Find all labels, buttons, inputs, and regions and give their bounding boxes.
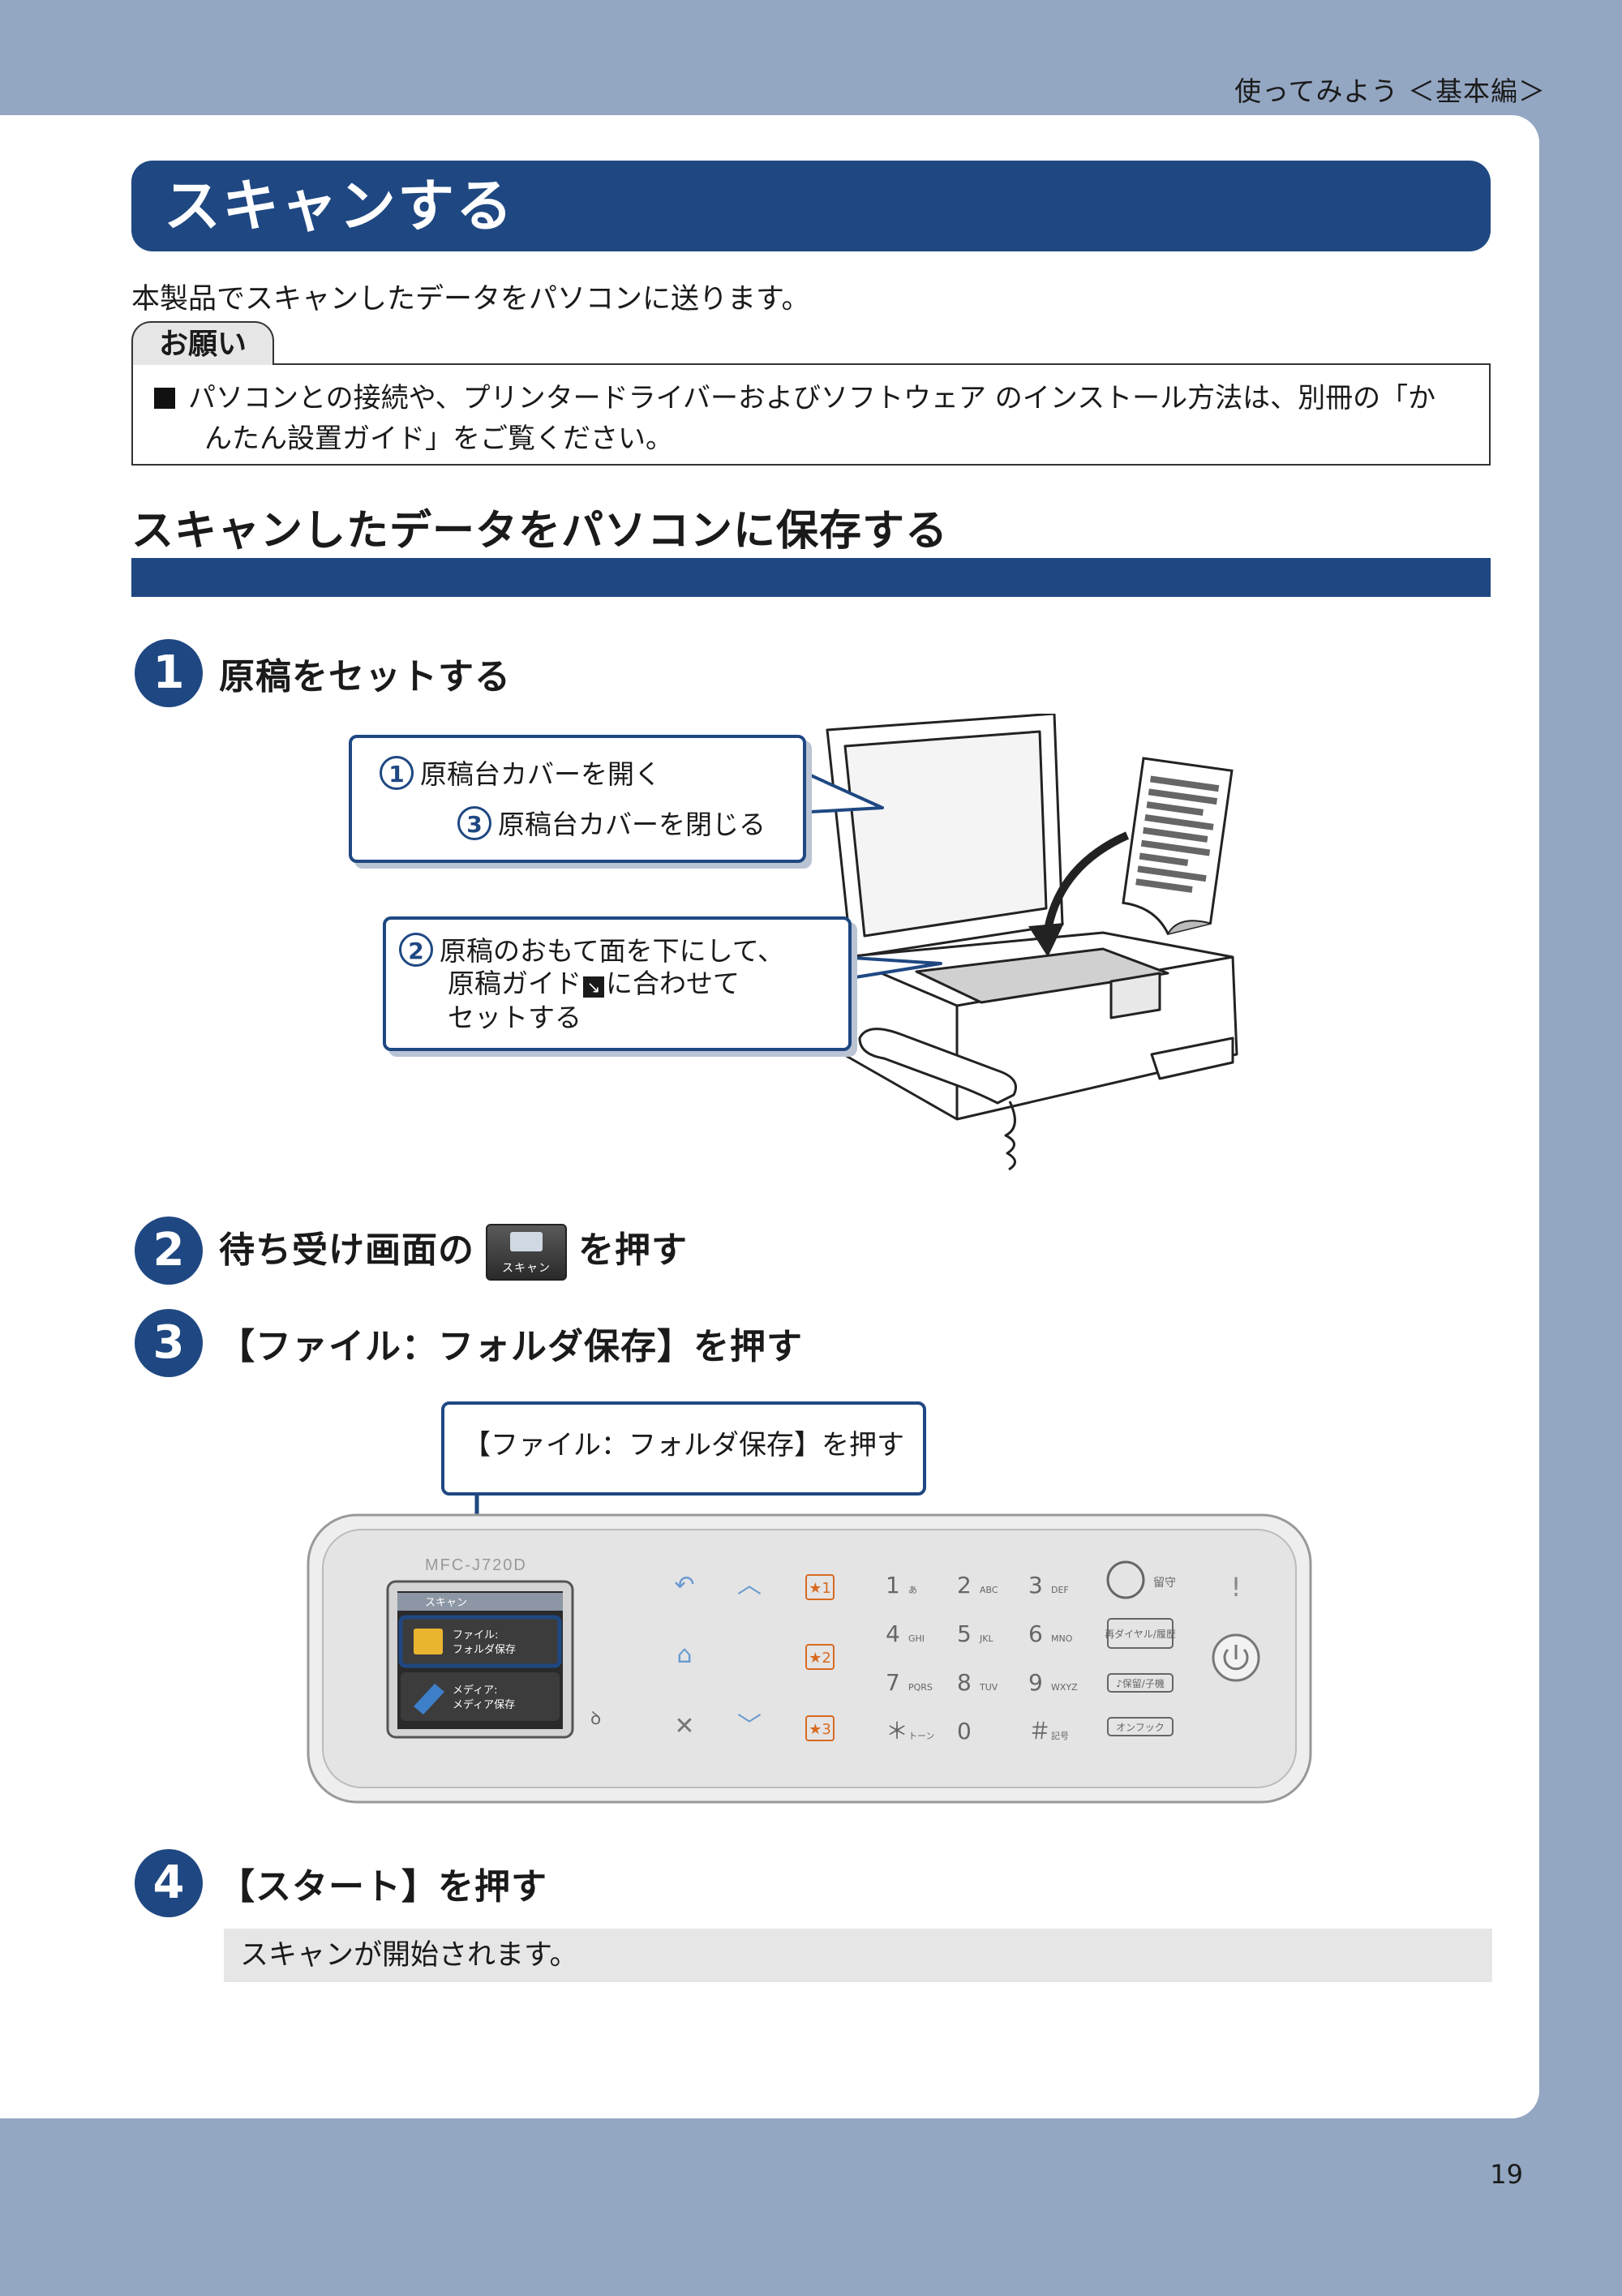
page-number: 19: [1490, 2159, 1523, 2190]
callout-place-doc-line3: セットする: [448, 1002, 581, 1033]
step-3: 3 【ファイル：フォルダ保存】を押す: [135, 1309, 803, 1377]
step-text: 待ち受け画面のスキャンを押す: [219, 1221, 688, 1281]
sd-1-label: ★2: [809, 1650, 831, 1667]
keypad-key-1: 1: [886, 1572, 900, 1599]
callout-place-doc-line2: 原稿ガイド↘に合わせて: [448, 968, 740, 999]
circled-number: 1: [380, 756, 414, 790]
sd-2-label: ★3: [809, 1721, 831, 1738]
sd-0-label: ★1: [809, 1580, 831, 1597]
notice-line-2: んたん設置ガイド」をご覧ください。: [204, 423, 673, 455]
intro-text: 本製品でスキャンしたデータをパソコンに送ります。: [131, 283, 810, 315]
step-number: 2: [135, 1217, 203, 1285]
keypad-key-＃: ＃: [1028, 1718, 1051, 1745]
panel-model-label: MFC-J720D: [425, 1556, 527, 1574]
keypad-key-＊: ＊: [886, 1718, 908, 1745]
keypad-sublabel: WXYZ: [1051, 1682, 1078, 1693]
step-number: 1: [135, 639, 203, 707]
svg-text:⌂: ⌂: [676, 1641, 692, 1669]
side-3-label: オンフック: [1116, 1722, 1165, 1733]
svg-text:﹀: ﹀: [737, 1712, 762, 1740]
step-2: 2 待ち受け画面のスキャンを押す: [135, 1217, 688, 1285]
keypad-key-6: 6: [1028, 1620, 1043, 1647]
circled-number: 3: [457, 806, 491, 840]
keypad-sublabel: GHI: [908, 1633, 925, 1644]
scr-3-label: メディア:: [453, 1684, 497, 1697]
keypad-sublabel: PQRS: [908, 1682, 933, 1693]
side-1-label: 再ダイヤル/履歴: [1105, 1628, 1176, 1640]
step-1: 1 原稿をセットする: [135, 639, 511, 707]
svg-text:ꝺ: ꝺ: [590, 1709, 601, 1729]
keypad-key-0: 0: [957, 1718, 972, 1745]
keypad-sublabel: ABC: [980, 1585, 998, 1595]
scr-1-label: ファイル:: [453, 1629, 498, 1642]
keypad-sublabel: JKL: [979, 1633, 993, 1644]
step-4: 4 【スタート】を押す: [135, 1849, 547, 1917]
keypad-sublabel: DEF: [1051, 1585, 1069, 1595]
step-text: 原稿をセットする: [219, 656, 511, 697]
scr-2-label: フォルダ保存: [453, 1644, 516, 1656]
step-text: 【スタート】を押す: [219, 1866, 547, 1908]
svg-text:↶: ↶: [674, 1571, 694, 1599]
svg-text:︿: ︿: [737, 1571, 762, 1599]
bullet-square-icon: [154, 388, 175, 409]
keypad-key-7: 7: [886, 1669, 900, 1696]
control-panel-illustration: MFC-J720D スキャン ファイル: フォルダ保存 メディア: メディア保存…: [307, 1513, 1312, 1804]
keypad-key-2: 2: [957, 1572, 972, 1599]
keypad-sublabel: あ: [908, 1585, 917, 1595]
keypad-sublabel: TUV: [979, 1682, 998, 1693]
scr-4-label: メディア保存: [453, 1698, 515, 1711]
page-header-label: 使ってみよう ＜基本編＞: [1234, 75, 1546, 107]
section-bar: [131, 558, 1491, 597]
keypad-sublabel: MNO: [1051, 1633, 1073, 1644]
step-number: 3: [135, 1309, 203, 1377]
keypad-key-9: 9: [1028, 1669, 1043, 1696]
svg-text:✕: ✕: [674, 1712, 694, 1740]
keypad-sublabel: トーン: [908, 1731, 934, 1741]
scan-button-icon: スキャン: [486, 1224, 567, 1281]
side-2-label: ♪保留/子機: [1116, 1677, 1165, 1689]
keypad-key-5: 5: [957, 1620, 972, 1647]
keypad-key-3: 3: [1028, 1572, 1043, 1599]
notice-box: パソコンとの接続や、プリンタードライバーおよびソフトウェア のインストール方法は…: [131, 363, 1491, 466]
scr-0-label: スキャン: [425, 1597, 467, 1609]
side-0-label: 留守: [1153, 1577, 1176, 1590]
section-title: スキャンしたデータをパソコンに保存する: [131, 507, 949, 556]
notice-line-1: パソコンとの接続や、プリンタードライバーおよびソフトウェア のインストール方法は…: [154, 378, 1470, 418]
keypad-sublabel: 記号: [1051, 1730, 1069, 1741]
notice-tab: お願い: [131, 321, 274, 365]
keypad-key-4: 4: [886, 1620, 900, 1647]
circled-number: 2: [399, 933, 433, 967]
step-text: 【ファイル：フォルダ保存】を押す: [219, 1326, 803, 1367]
step-number: 4: [135, 1849, 203, 1917]
printer-illustration: [826, 714, 1238, 1171]
keypad-key-8: 8: [957, 1669, 972, 1696]
page-title: スキャンする: [131, 161, 1491, 251]
result-note: スキャンが開始されます。: [224, 1929, 1492, 1982]
svg-text:!: !: [1231, 1572, 1242, 1603]
guide-arrow-icon: ↘: [583, 976, 604, 998]
callout-panel-instruction: 【ファイル：フォルダ保存】を押す: [441, 1401, 926, 1496]
